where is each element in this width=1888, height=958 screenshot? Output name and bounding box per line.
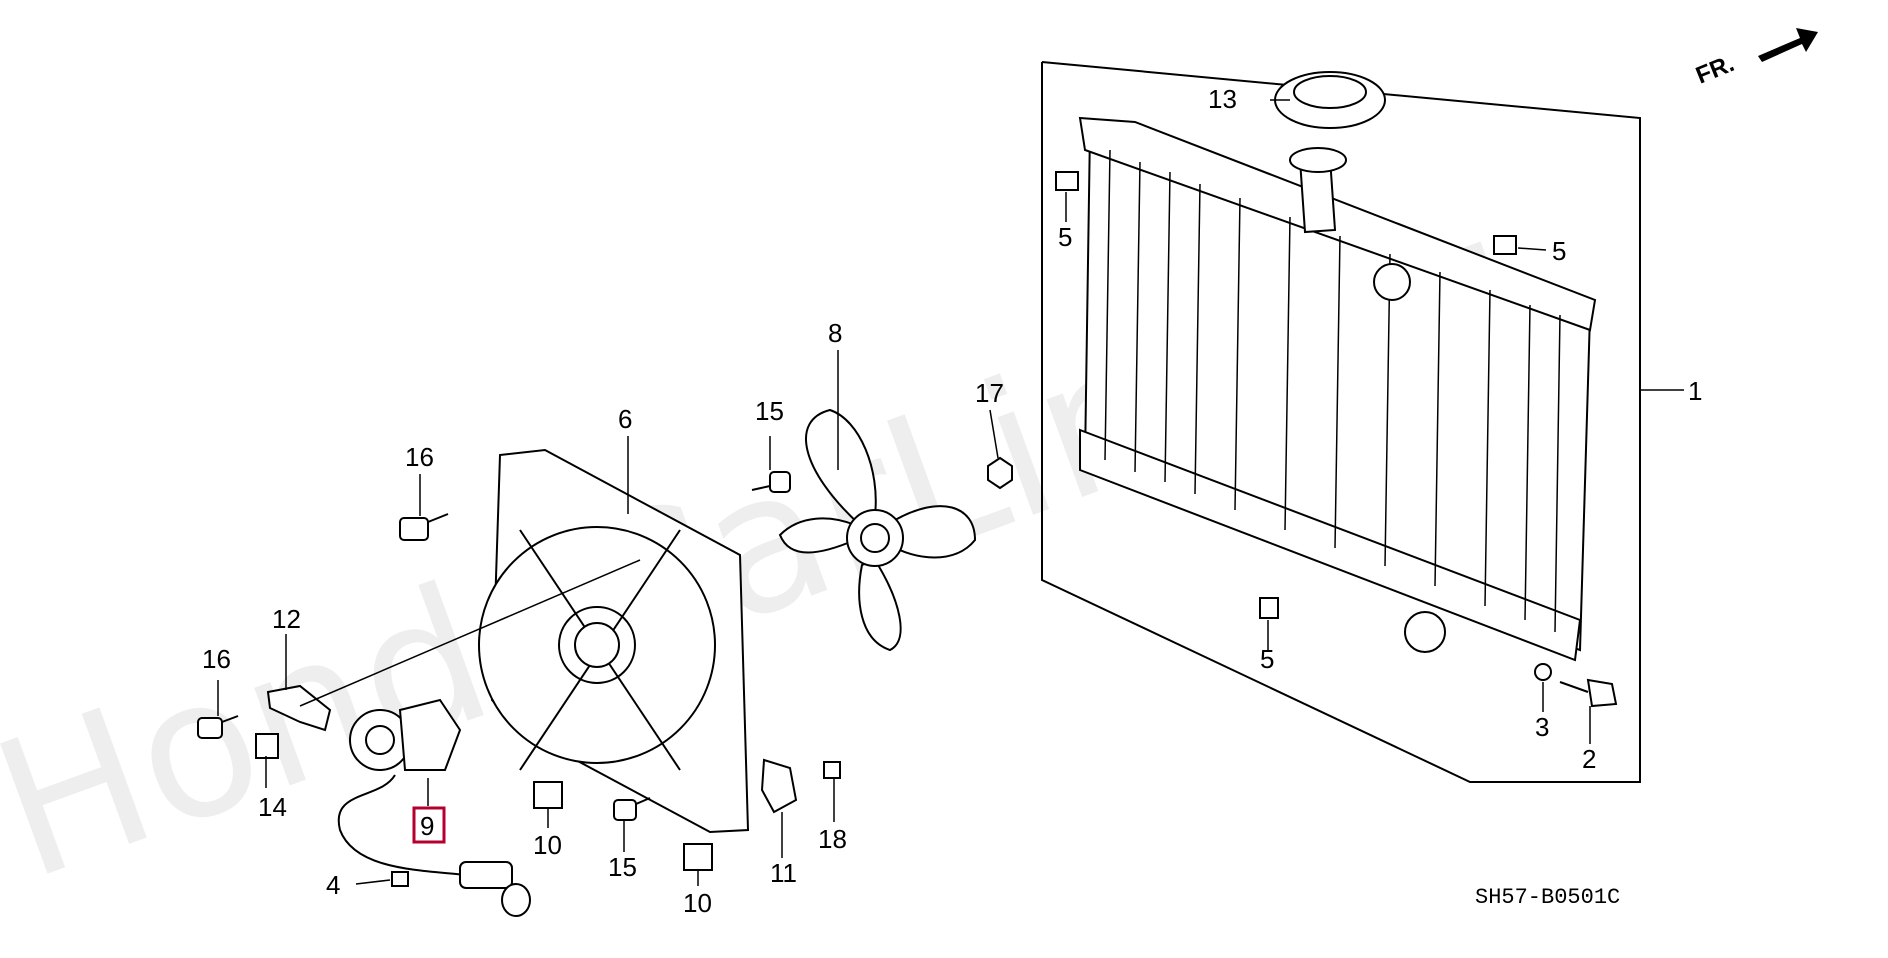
front-arrow-icon: [1758, 28, 1818, 62]
callout-1[interactable]: 1: [1688, 376, 1702, 406]
callout-18[interactable]: 18: [818, 824, 847, 854]
callout-9[interactable]: 9: [420, 811, 434, 841]
callout-14[interactable]: 14: [258, 792, 287, 822]
clip-4[interactable]: [391, 871, 409, 887]
callout-3[interactable]: 3: [1535, 712, 1549, 742]
fan-motor[interactable]: [337, 698, 531, 917]
drain-plug-2[interactable]: [1559, 678, 1618, 708]
callout-labels: 1 2 3 4 5 5 5 6 8 9 10 10 11 12 13 14 15…: [202, 84, 1702, 918]
callout-5-bottom[interactable]: 5: [1260, 644, 1274, 674]
nut-17[interactable]: [987, 456, 1013, 490]
washer-3[interactable]: [1534, 663, 1552, 681]
callout-8[interactable]: 8: [828, 318, 842, 348]
bracket-5-right[interactable]: [1493, 235, 1517, 255]
bolt-16-upper[interactable]: [399, 513, 449, 541]
front-direction-label: FR.: [1692, 50, 1738, 90]
bolt-15-lower[interactable]: [613, 797, 651, 821]
bracket-5-bottom[interactable]: [1259, 597, 1279, 619]
shroud-bracket[interactable]: [266, 684, 332, 732]
clip-10-right[interactable]: [683, 843, 713, 871]
callout-6[interactable]: 6: [618, 404, 632, 434]
leader-lines: [217, 99, 1684, 886]
radiator-cap[interactable]: [1274, 71, 1386, 129]
callout-16-upper[interactable]: 16: [405, 442, 434, 472]
callout-15-lower[interactable]: 15: [608, 852, 637, 882]
callout-17[interactable]: 17: [975, 378, 1004, 408]
radiator-fins: [1104, 149, 1561, 633]
clip-14[interactable]: [255, 733, 279, 759]
callout-4[interactable]: 4: [326, 870, 340, 900]
selected-callout-box[interactable]: [412, 806, 446, 844]
callout-12[interactable]: 12: [272, 604, 301, 634]
bolt-15-upper[interactable]: [751, 471, 791, 493]
bracket-5-top[interactable]: [1055, 171, 1079, 191]
callout-5-top[interactable]: 5: [1058, 222, 1072, 252]
diagram-code: SH57-B0501C: [1475, 885, 1620, 910]
callout-13[interactable]: 13: [1208, 84, 1237, 114]
callout-2[interactable]: 2: [1582, 744, 1596, 774]
callout-10-left[interactable]: 10: [533, 830, 562, 860]
nut-18[interactable]: [823, 761, 841, 779]
cooling-fan[interactable]: [778, 408, 977, 652]
bolt-16-lower[interactable]: [197, 715, 239, 739]
callout-10-right[interactable]: 10: [683, 888, 712, 918]
radiator-assembly[interactable]: [1041, 61, 1641, 783]
clip-10-left[interactable]: [533, 781, 563, 809]
callout-16-lower[interactable]: 16: [202, 644, 231, 674]
callout-5-right[interactable]: 5: [1552, 236, 1566, 266]
fan-shroud[interactable]: [478, 448, 750, 834]
callout-11[interactable]: 11: [770, 858, 797, 888]
front-direction-indicator: FR.: [1692, 28, 1818, 90]
callout-15-upper[interactable]: 15: [755, 396, 784, 426]
bracket-11[interactable]: [760, 758, 798, 814]
